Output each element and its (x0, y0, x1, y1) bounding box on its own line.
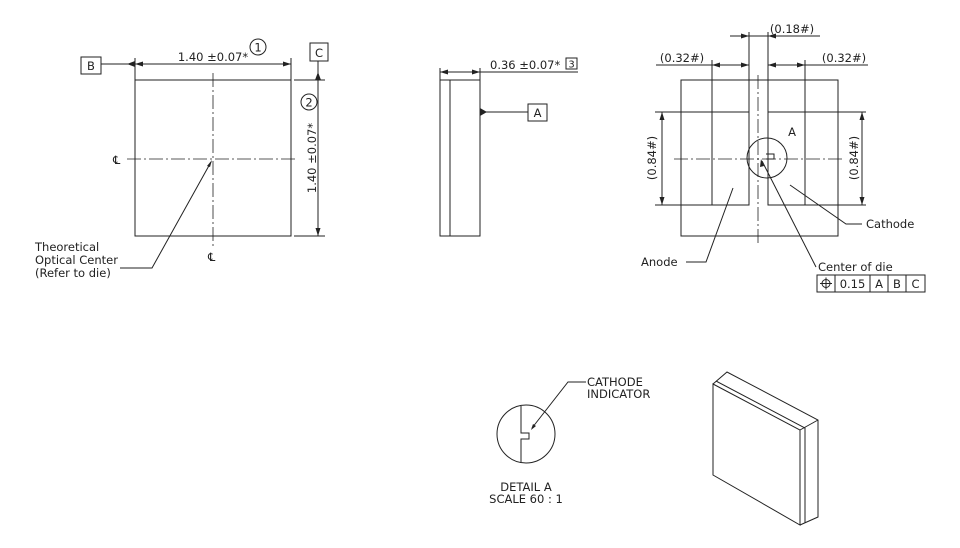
tolerance-value: 0.15 (840, 277, 866, 291)
pad-height-right: (0.84#) (847, 136, 861, 180)
gap-dimension: (0.18#) (770, 22, 814, 36)
anode-label: Anode (641, 255, 678, 269)
isometric-view (712, 371, 819, 526)
datum-ref-b: B (893, 277, 901, 291)
detail-circle (496, 404, 556, 464)
front-view: ℄ ℄ 1.40 ±0.07* 1 B C 2 1.40 ±0.07* Theo… (34, 38, 329, 280)
width-dimension: 1.40 ±0.07* (178, 50, 249, 64)
anode-pad (711, 111, 750, 206)
note-3-box (565, 57, 578, 70)
detail-view: CATHODE INDICATOR DETAIL A SCALE 60 : 1 (489, 375, 650, 506)
datum-c-box (309, 42, 329, 62)
note-2: 2 (305, 96, 312, 110)
height-dimension: 1.40 ±0.07* (305, 123, 319, 194)
note-1-circle (249, 38, 267, 56)
detail-title: DETAIL A (500, 480, 552, 494)
callout-line-2: Optical Center (35, 253, 118, 267)
pad-width-right: (0.32#) (822, 51, 866, 65)
datum-a: A (534, 106, 542, 120)
side-view: 0.36 ±0.07* 3 A (439, 57, 578, 237)
cathode-label: Cathode (866, 217, 914, 231)
pad-height-left: (0.84#) (645, 136, 659, 180)
callout-line-3: (Refer to die) (35, 266, 111, 280)
cathode-indicator-line-2: INDICATOR (587, 387, 650, 401)
thickness-dimension: 0.36 ±0.07* (490, 58, 561, 72)
pad-width-left: (0.32#) (660, 51, 704, 65)
note-2-circle (300, 93, 318, 111)
callout-line-1: Theoretical (34, 240, 99, 254)
bottom-view: (0.32#) (0.32#) (0.18#) (0.84#) (0.84#) … (641, 22, 926, 293)
datum-b: B (87, 59, 95, 73)
detail-a-label: A (788, 125, 796, 139)
position-icon (820, 277, 832, 290)
centerline-symbol-bottom: ℄ (207, 250, 216, 264)
bottom-outline (680, 79, 839, 237)
optical-center-leader (120, 161, 212, 269)
detail-a-circle (746, 137, 788, 179)
datum-b-box (80, 56, 102, 75)
note-1: 1 (254, 41, 261, 55)
center-of-die-label: Center of die (818, 260, 893, 274)
cathode-indicator-line-1: CATHODE (587, 375, 643, 389)
centerline-symbol-left: ℄ (112, 153, 121, 167)
detail-scale: SCALE 60 : 1 (489, 492, 563, 506)
side-outline (439, 79, 481, 237)
datum-ref-c: C (911, 277, 919, 291)
datum-a-box (527, 103, 548, 122)
note-3: 3 (568, 60, 574, 71)
datum-ref-a: A (875, 277, 883, 291)
cathode-notch-profile (520, 406, 530, 462)
datum-c: C (315, 46, 323, 60)
tolerance-frame: 0.15 A B C (816, 274, 926, 293)
